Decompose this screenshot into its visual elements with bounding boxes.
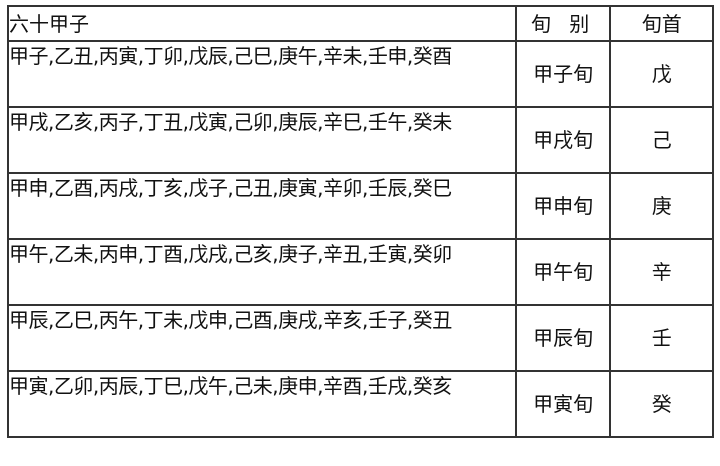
sequence-cell: 甲申,乙酉,丙戌,丁亥,戊子,己丑,庚寅,辛卯,壬辰,癸巳	[7, 172, 517, 240]
xun-cell: 甲寅旬	[514, 370, 612, 438]
header-sequence: 六十甲子	[7, 5, 517, 42]
sixty-jiazi-table: 六十甲子 旬 别 旬首 甲子,乙丑,丙寅,丁卯,戊辰,己巳,庚午,辛未,壬申,癸…	[7, 5, 714, 438]
header-xun: 旬 别	[514, 5, 612, 42]
xun-head-cell: 癸	[609, 370, 714, 438]
xun-head-cell: 戊	[609, 40, 714, 108]
xun-head-cell: 辛	[609, 238, 714, 306]
xun-head-cell: 庚	[609, 172, 714, 240]
table-row: 甲辰,乙巳,丙午,丁未,戊申,己酉,庚戌,辛亥,壬子,癸丑 甲辰旬 壬	[7, 304, 714, 372]
table-row: 甲寅,乙卯,丙辰,丁巳,戊午,己未,庚申,辛酉,壬戌,癸亥 甲寅旬 癸	[7, 370, 714, 438]
sequence-cell: 甲寅,乙卯,丙辰,丁巳,戊午,己未,庚申,辛酉,壬戌,癸亥	[7, 370, 517, 438]
sequence-cell: 甲辰,乙巳,丙午,丁未,戊申,己酉,庚戌,辛亥,壬子,癸丑	[7, 304, 517, 372]
sequence-cell: 甲午,乙未,丙申,丁酉,戊戌,己亥,庚子,辛丑,壬寅,癸卯	[7, 238, 517, 306]
xun-head-cell: 己	[609, 106, 714, 174]
xun-cell: 甲戌旬	[514, 106, 612, 174]
header-row: 六十甲子 旬 别 旬首	[7, 5, 714, 42]
xun-cell: 甲申旬	[514, 172, 612, 240]
table-row: 甲午,乙未,丙申,丁酉,戊戌,己亥,庚子,辛丑,壬寅,癸卯 甲午旬 辛	[7, 238, 714, 306]
header-xun-head: 旬首	[609, 5, 714, 42]
xun-cell: 甲子旬	[514, 40, 612, 108]
table-row: 甲戌,乙亥,丙子,丁丑,戊寅,己卯,庚辰,辛巳,壬午,癸未 甲戌旬 己	[7, 106, 714, 174]
xun-cell: 甲辰旬	[514, 304, 612, 372]
table-row: 甲申,乙酉,丙戌,丁亥,戊子,己丑,庚寅,辛卯,壬辰,癸巳 甲申旬 庚	[7, 172, 714, 240]
sequence-cell: 甲子,乙丑,丙寅,丁卯,戊辰,己巳,庚午,辛未,壬申,癸酉	[7, 40, 517, 108]
sequence-cell: 甲戌,乙亥,丙子,丁丑,戊寅,己卯,庚辰,辛巳,壬午,癸未	[7, 106, 517, 174]
xun-head-cell: 壬	[609, 304, 714, 372]
xun-cell: 甲午旬	[514, 238, 612, 306]
table-row: 甲子,乙丑,丙寅,丁卯,戊辰,己巳,庚午,辛未,壬申,癸酉 甲子旬 戊	[7, 40, 714, 108]
